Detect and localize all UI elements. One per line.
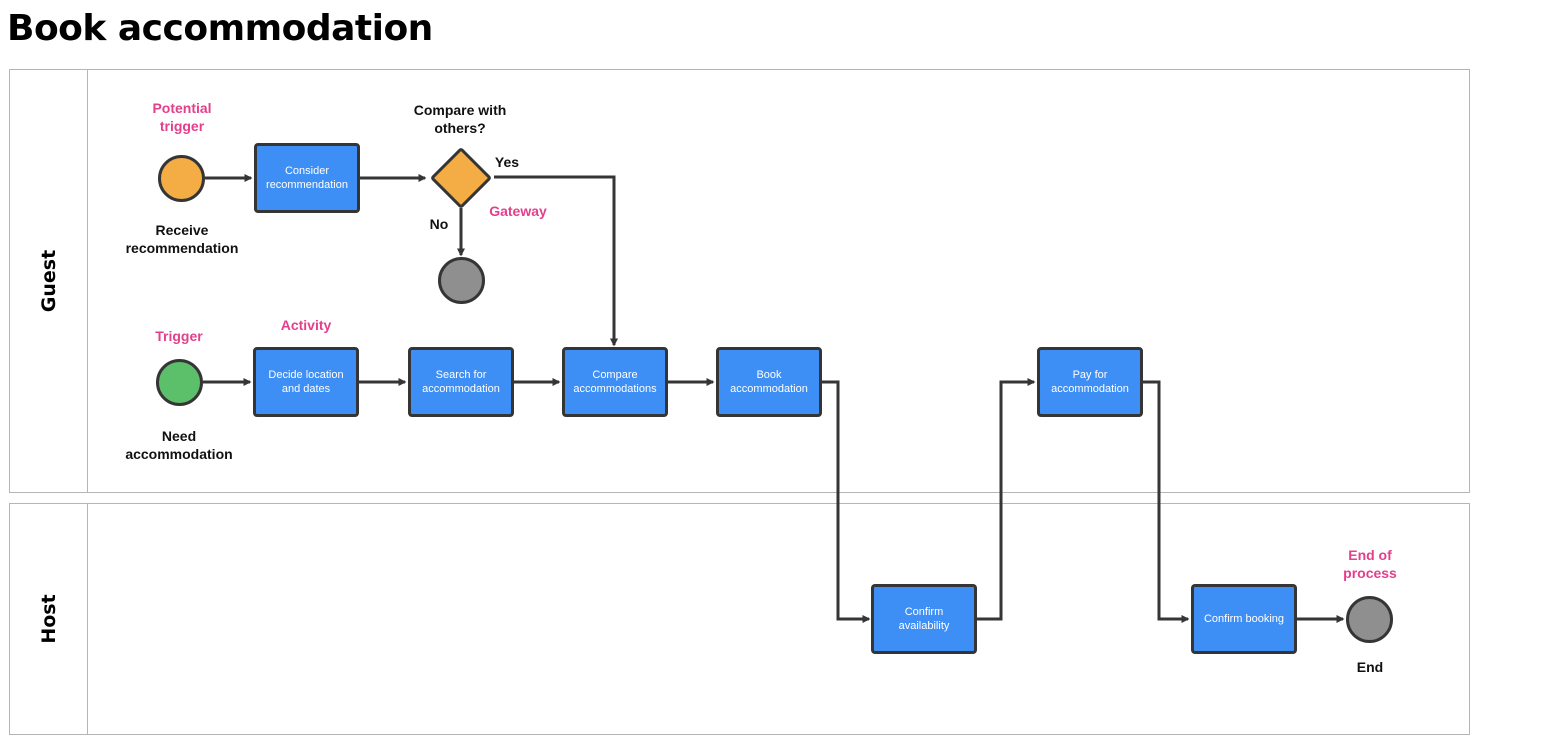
label-end: End: [1356, 659, 1384, 675]
annotation-end-of-process: End of process: [1343, 547, 1397, 581]
flow-confirm-availability-to-pay: [975, 378, 1036, 621]
end-event[interactable]: [1346, 596, 1393, 643]
task-pay-accommodation[interactable]: Pay for accommodation: [1037, 347, 1143, 417]
annotation-activity: Activity: [280, 317, 332, 333]
potential-start-event[interactable]: [158, 155, 205, 202]
label-receive-recommendation: Receive recommendation: [125, 222, 239, 256]
label-compare-question: Compare with others?: [413, 102, 507, 136]
gateway-no-end-event[interactable]: [438, 257, 485, 304]
lane-host: Host: [9, 503, 1470, 735]
task-confirm-booking[interactable]: Confirm booking: [1191, 584, 1297, 654]
label-yes: Yes: [494, 154, 520, 170]
flow-book-to-confirm-availability: [821, 380, 871, 623]
label-need-accommodation: Need accommodation: [125, 428, 233, 462]
task-consider-recommendation[interactable]: Consider recommendation: [254, 143, 360, 213]
task-compare-accommodations[interactable]: Compare accommodations: [562, 347, 668, 417]
task-book-accommodation[interactable]: Book accommodation: [716, 347, 822, 417]
start-event[interactable]: [156, 359, 203, 406]
page-title: Book accommodation: [7, 8, 433, 49]
flow-gateway-yes-to-compare: [494, 175, 618, 347]
label-no: No: [429, 216, 449, 232]
annotation-potential-trigger: Potential trigger: [152, 100, 212, 134]
annotation-gateway: Gateway: [489, 203, 547, 219]
task-confirm-availability[interactable]: Confirm availability: [871, 584, 977, 654]
lane-guest-header: Guest: [10, 70, 88, 492]
task-search-accommodation[interactable]: Search for accommodation: [408, 347, 514, 417]
flow-pay-to-confirm-booking: [1141, 380, 1190, 623]
annotation-trigger: Trigger: [155, 328, 203, 344]
lane-host-header: Host: [10, 504, 88, 734]
task-decide-location-dates[interactable]: Decide location and dates: [253, 347, 359, 417]
lane-guest: Guest: [9, 69, 1470, 493]
